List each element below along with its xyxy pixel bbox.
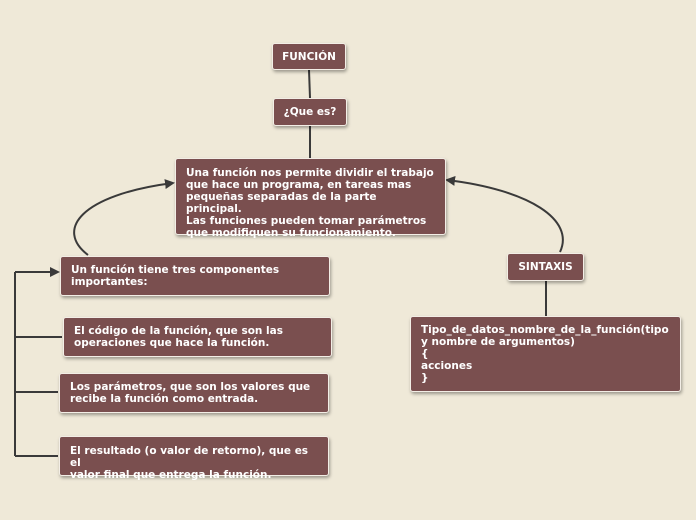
node-sintaxis-detalle[interactable]: Tipo_de_datos_nombre_de_la_función(tipo … [410,316,681,392]
node-codigo[interactable]: El código de la función, que son las ope… [63,317,332,357]
node-funcion[interactable]: FUNCIÓN [272,43,346,70]
node-parametros[interactable]: Los parámetros, que son los valores que … [59,373,329,413]
connector-componentes-to-definicion [73,179,175,256]
node-componentes[interactable]: Un función tiene tres componentes import… [60,256,330,296]
connector-funcion-que-es [308,69,311,99]
node-resultado[interactable]: El resultado (o valor de retorno), que e… [59,436,329,481]
node-que-es[interactable]: ¿Que es? [273,98,347,126]
node-sintaxis[interactable]: SINTAXIS [507,253,584,281]
connector-sintaxis-to-definicion [445,175,564,253]
node-definicion[interactable]: Una función nos permite dividir el traba… [175,158,446,239]
